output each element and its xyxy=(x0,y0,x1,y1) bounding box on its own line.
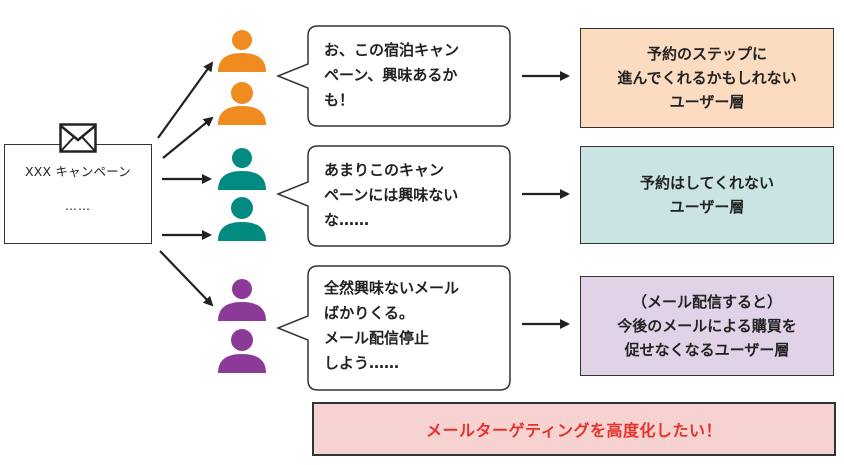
arrow-mail-to-person-1b xyxy=(162,116,214,159)
arrow-mail-to-person-1a xyxy=(157,61,214,139)
arrow-mail-to-person-3 xyxy=(159,250,214,307)
person-icon-purple-1 xyxy=(218,279,266,321)
mail-title: XXX キャンペーン xyxy=(24,164,132,179)
result-text-3: （メール配信すると） 今後のメールによる購買を 促せなくなるユーザー層 xyxy=(617,293,797,359)
speech-bubble-3 xyxy=(275,265,511,391)
thought-text-2: あまりこのキャン ペーンには興味ない な…… xyxy=(324,161,459,229)
person-icon-orange-2 xyxy=(218,82,266,125)
goal-banner-text: メールターゲティングを高度化したい！ xyxy=(425,421,723,440)
mail-body: …… xyxy=(65,199,91,213)
result-text-1: 予約のステップに 進んでくれるかもしれない ユーザー層 xyxy=(617,45,797,111)
result-box-1: 予約のステップに 進んでくれるかもしれない ユーザー層 xyxy=(580,28,834,128)
person-icon-teal-2 xyxy=(218,197,266,241)
envelope-icon xyxy=(59,123,97,153)
person-icon-orange-1 xyxy=(218,30,266,72)
goal-banner: メールターゲティングを高度化したい！ xyxy=(312,402,836,456)
result-box-3: （メール配信すると） 今後のメールによる購買を 促せなくなるユーザー層 xyxy=(580,276,834,376)
person-icon-teal-1 xyxy=(218,148,266,190)
mail-box: XXX キャンペーン …… xyxy=(4,144,152,244)
result-box-2: 予約はしてくれない ユーザー層 xyxy=(580,146,834,244)
thought-text-3: 全然興味ないメール ばかりくる。 メール配信停止 しよう…… xyxy=(324,279,460,372)
person-icon-purple-2 xyxy=(218,329,266,373)
thought-text-1: お、この宿泊キャン ペーン、興味あるか も！ xyxy=(324,41,460,109)
result-text-2: 予約はしてくれない ユーザー層 xyxy=(639,174,775,216)
speech-bubble-2 xyxy=(275,145,511,247)
speech-bubble-1 xyxy=(275,25,511,127)
